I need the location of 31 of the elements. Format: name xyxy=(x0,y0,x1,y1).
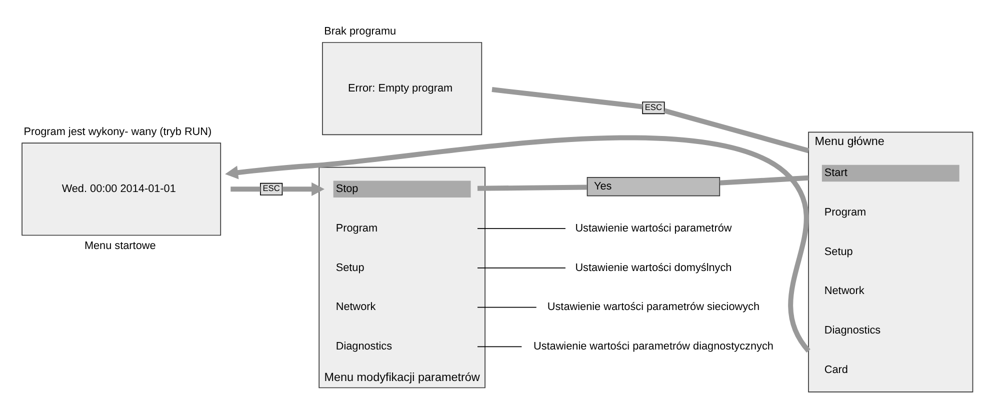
connector xyxy=(477,184,587,191)
node-box: Start xyxy=(822,164,960,182)
node-text: Program xyxy=(336,222,378,234)
node-box: ESC xyxy=(260,182,283,196)
connector xyxy=(477,228,566,229)
node-box: ESC xyxy=(642,102,665,114)
node-text: Network xyxy=(336,301,376,314)
node-text: Ustawienie wartości parametrów xyxy=(575,222,732,234)
connector xyxy=(230,186,260,192)
node-text: Ustawienie wartości domyślnych xyxy=(575,262,732,274)
connector xyxy=(477,306,537,308)
node-text: Network xyxy=(824,285,864,298)
connector xyxy=(664,108,810,154)
connector xyxy=(720,175,809,186)
arrow xyxy=(225,136,811,352)
node-text: Card xyxy=(824,364,848,376)
node-text: Ustawienie wartości parametrów sieciowych xyxy=(547,301,760,314)
node-box: Yes xyxy=(586,177,720,196)
node-text: Setup xyxy=(824,246,853,258)
node-text: Program xyxy=(824,206,866,218)
node-text: Setup xyxy=(336,262,364,274)
node-text: Diagnostics xyxy=(336,340,392,353)
node-label: Menu startowe xyxy=(84,240,156,252)
arrow xyxy=(282,182,325,196)
connector xyxy=(492,87,643,110)
node-label: Program jest wykony- wany (tryb RUN) xyxy=(24,126,212,138)
node-text: Ustawienie wartości parametrów diagnostycznych xyxy=(533,340,774,353)
node-box: Stop xyxy=(333,180,471,198)
node-label: Brak programu xyxy=(324,25,396,38)
connector xyxy=(477,346,522,348)
node-text: Diagnostics xyxy=(824,324,881,337)
